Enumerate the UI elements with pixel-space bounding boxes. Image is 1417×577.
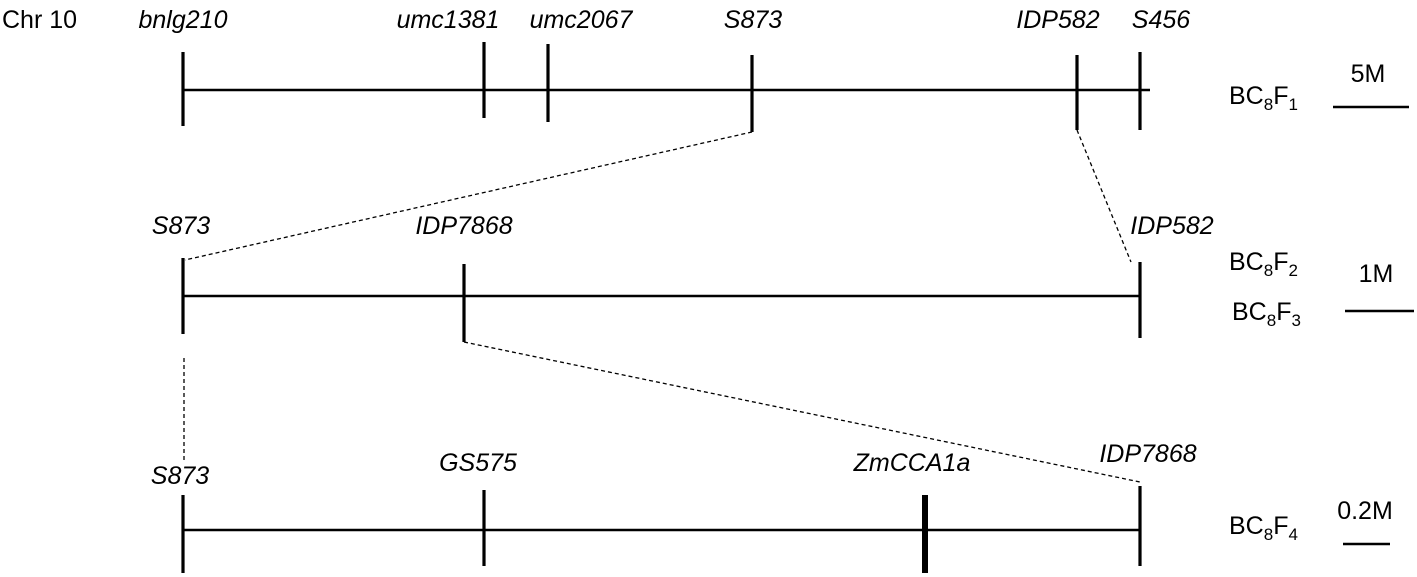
- track-2-population-label-b: BC8F3: [1232, 298, 1301, 330]
- track-2-scale-label: 1M: [1359, 260, 1394, 288]
- track-3-marker-label: S873: [151, 462, 209, 490]
- track-1-marker-label: umc2067: [530, 6, 634, 34]
- track-1-marker-label: S456: [1132, 6, 1190, 34]
- track-3: S873 GS575 ZmCCA1a IDP7868 BC8F4 0.2M: [151, 440, 1393, 573]
- track-3-population-label: BC8F4: [1229, 512, 1298, 544]
- connector-dashed-line: [184, 131, 753, 261]
- track-3-scale-label: 0.2M: [1337, 497, 1393, 525]
- track-3-marker-label: IDP7868: [1099, 440, 1196, 468]
- connector-dashed-line: [1076, 129, 1132, 263]
- track-2: S873 IDP7868 IDP582 BC8F2 BC8F3 1M: [152, 212, 1414, 342]
- connector-dashed-line: [463, 341, 1141, 483]
- chromosome-label: Chr 10: [2, 6, 77, 34]
- track-2-population-label-a: BC8F2: [1229, 248, 1298, 280]
- track-2-marker-label: S873: [152, 212, 210, 240]
- track-2-marker-label: IDP582: [1130, 212, 1213, 240]
- track-3-marker-label: ZmCCA1a: [853, 449, 971, 477]
- track-1-marker-label: IDP582: [1016, 6, 1099, 34]
- track-1-marker-label: S873: [724, 6, 782, 34]
- track-1-scale-label: 5M: [1351, 60, 1386, 88]
- track-1-marker-label: bnlg210: [139, 6, 228, 34]
- track-1: bnlg210 umc1381 umc2067 S873 IDP582 S456…: [139, 6, 1409, 132]
- track-3-marker-label: GS575: [439, 449, 517, 477]
- track-2-marker-label: IDP7868: [415, 212, 512, 240]
- track-1-marker-label: umc1381: [397, 6, 500, 34]
- track-1-population-label: BC8F1: [1229, 82, 1298, 114]
